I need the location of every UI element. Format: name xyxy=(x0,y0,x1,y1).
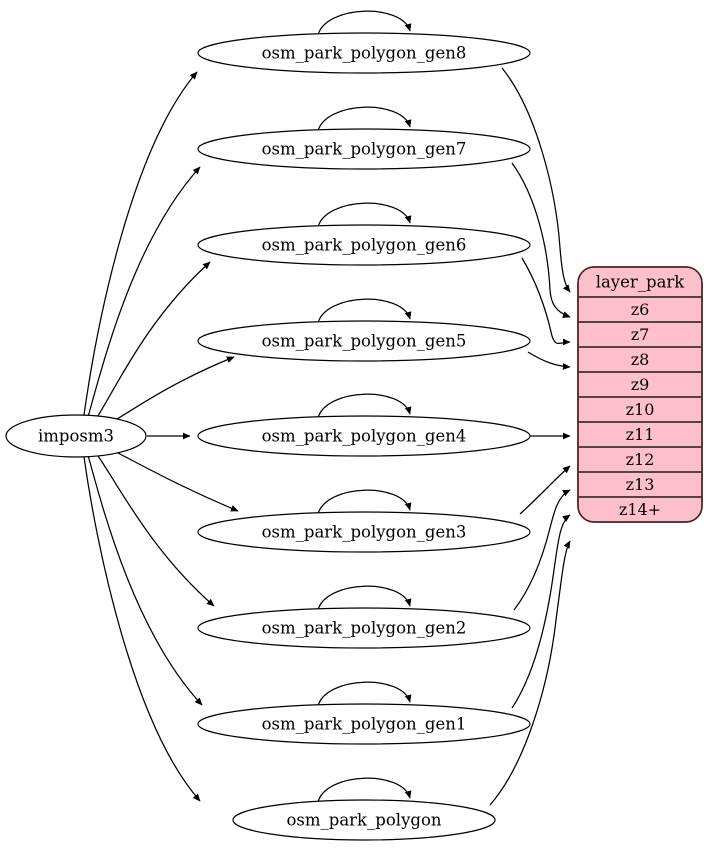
edge-imposm3-to-polygon xyxy=(83,456,201,802)
node-ellipse-osm_park_polygon_gen4 xyxy=(197,415,531,457)
node-osm_park_polygon_gen4[interactable]: osm_park_polygon_gen4 xyxy=(197,415,531,457)
node-ellipse-osm_park_polygon_gen5 xyxy=(197,320,531,362)
self-loop-gen2 xyxy=(317,585,412,611)
edge-gen2-to-z12 xyxy=(513,489,571,611)
self-loop-gen6 xyxy=(317,202,412,228)
self-loop-gen1 xyxy=(317,681,412,707)
ellipse-node-group: imposm3 osm_park_polygon_gen8 osm_park_pol… xyxy=(5,32,531,841)
node-label-osm_park_polygon_gen7: osm_park_polygon_gen7 xyxy=(262,140,467,159)
node-ellipse-imposm3 xyxy=(5,414,147,458)
table-row-label-z12[interactable]: z12 xyxy=(626,450,655,469)
edge-imposm3-to-gen7 xyxy=(87,166,201,418)
node-osm_park_polygon_gen2[interactable]: osm_park_polygon_gen2 xyxy=(197,607,531,649)
edge-imposm3-to-gen2 xyxy=(95,452,215,607)
self-loop-gen8 xyxy=(317,10,412,36)
edge-imposm3-to-gen5 xyxy=(111,356,235,423)
table-border xyxy=(577,266,703,523)
node-ellipse-osm_park_polygon_gen2 xyxy=(197,607,531,649)
node-ellipse-osm_park_polygon_gen3 xyxy=(197,511,531,553)
node-imposm3[interactable]: imposm3 xyxy=(5,414,147,458)
node-ellipse-osm_park_polygon_gen7 xyxy=(197,128,531,170)
node-ellipse-osm_park_polygon_gen1 xyxy=(197,703,531,745)
edge-gen8-to-z6 xyxy=(501,67,571,293)
table-row-label-z10[interactable]: z10 xyxy=(626,400,655,419)
table-row-label-z6[interactable]: z6 xyxy=(631,300,650,319)
edge-gen3-to-z11 xyxy=(519,465,571,515)
node-osm_park_polygon_gen1[interactable]: osm_park_polygon_gen1 xyxy=(197,703,531,745)
edge-polygon-to-z14plus xyxy=(489,540,571,806)
node-osm_park_polygon_gen3[interactable]: osm_park_polygon_gen3 xyxy=(197,511,531,553)
edge-imposm3-to-gen1 xyxy=(87,454,203,706)
node-ellipse-osm_park_polygon xyxy=(232,799,496,841)
edge-imposm3-to-gen8 xyxy=(83,71,198,416)
node-label-osm_park_polygon: osm_park_polygon xyxy=(286,811,441,830)
table-header-label: layer_park xyxy=(596,273,686,292)
node-label-osm_park_polygon_gen1: osm_park_polygon_gen1 xyxy=(262,715,467,734)
edge-gen5-to-z9 xyxy=(527,351,571,370)
node-osm_park_polygon[interactable]: osm_park_polygon xyxy=(232,799,496,841)
self-loop-gen3 xyxy=(317,489,412,515)
node-label-osm_park_polygon_gen6: osm_park_polygon_gen6 xyxy=(262,236,467,255)
edge-gen7-to-z7 xyxy=(511,162,571,318)
table-row-label-z11[interactable]: z11 xyxy=(626,425,655,444)
table-row-label-z7[interactable]: z7 xyxy=(631,325,650,344)
node-osm_park_polygon_gen6[interactable]: osm_park_polygon_gen6 xyxy=(197,224,531,266)
node-label-osm_park_polygon_gen2: osm_park_polygon_gen2 xyxy=(262,619,467,638)
node-osm_park_polygon_gen5[interactable]: osm_park_polygon_gen5 xyxy=(197,320,531,362)
node-label-imposm3: imposm3 xyxy=(38,427,114,446)
edges-from-imposm3 xyxy=(83,71,239,802)
table-row-label-z9[interactable]: z9 xyxy=(631,375,650,394)
node-label-osm_park_polygon_gen3: osm_park_polygon_gen3 xyxy=(262,523,467,542)
self-loop-arcs xyxy=(317,10,412,803)
table-row-label-z13[interactable]: z13 xyxy=(626,475,655,494)
edge-gen6-to-z8 xyxy=(521,257,571,346)
edge-gen1-to-z13 xyxy=(511,514,571,709)
layer-park-table[interactable]: layer_park z6 z7 z8 z9 z10 z11 z12 z13 z14+ xyxy=(577,266,703,523)
self-loop-gen7 xyxy=(317,106,412,132)
edge-imposm3-to-gen3 xyxy=(111,449,239,512)
edge-imposm3-to-gen6 xyxy=(95,261,211,420)
node-label-osm_park_polygon_gen8: osm_park_polygon_gen8 xyxy=(262,44,467,63)
node-label-osm_park_polygon_gen4: osm_park_polygon_gen4 xyxy=(262,427,467,446)
node-osm_park_polygon_gen7[interactable]: osm_park_polygon_gen7 xyxy=(197,128,531,170)
self-loop-polygon xyxy=(317,777,412,803)
node-label-osm_park_polygon_gen5: osm_park_polygon_gen5 xyxy=(262,332,467,351)
node-osm_park_polygon_gen8[interactable]: osm_park_polygon_gen8 xyxy=(197,32,531,74)
table-row-label-z14plus[interactable]: z14+ xyxy=(619,500,661,519)
table-row-label-z8[interactable]: z8 xyxy=(631,350,650,369)
node-ellipse-osm_park_polygon_gen8 xyxy=(197,32,531,74)
self-loop-gen5 xyxy=(317,298,412,324)
self-loop-gen4 xyxy=(317,393,412,419)
node-ellipse-osm_park_polygon_gen6 xyxy=(197,224,531,266)
edges-to-layer-park xyxy=(489,67,571,806)
